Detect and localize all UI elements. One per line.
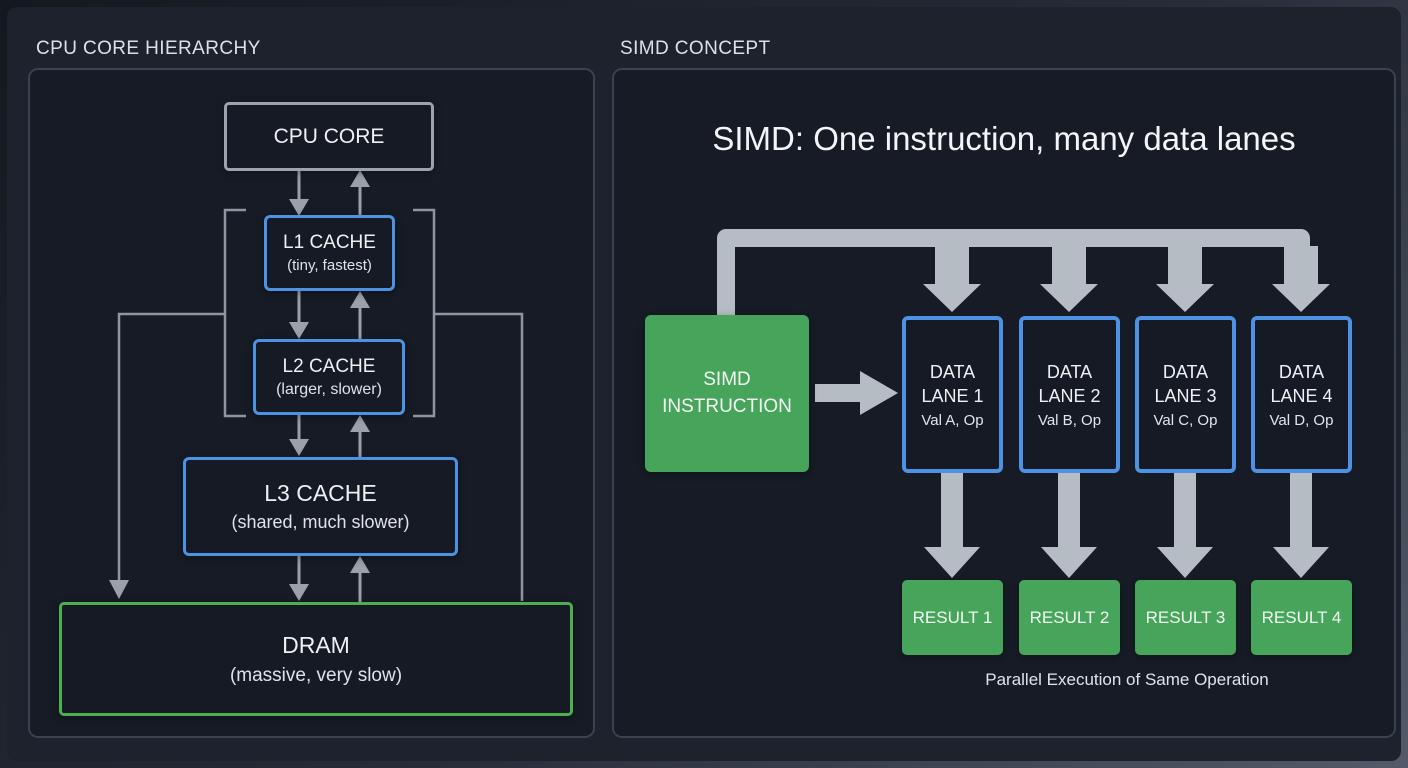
simd-instruction-line2: INSTRUCTION xyxy=(662,395,792,417)
dram-box: DRAM (massive, very slow) xyxy=(59,602,573,716)
arrow-up-icon xyxy=(350,415,370,432)
arrow-down-icon xyxy=(1273,547,1329,578)
dram-label: DRAM xyxy=(282,631,350,658)
simd-concept-header: SIMD CONCEPT xyxy=(620,38,771,59)
lane-4-value: Val D, Op xyxy=(1269,412,1334,430)
lane-2-line2: LANE 2 xyxy=(1038,386,1101,406)
dram-subtitle: (massive, very slow) xyxy=(229,664,403,686)
l1-cache-label: L1 CACHE xyxy=(283,232,376,253)
lane-1-line1: DATA xyxy=(929,361,976,382)
l3-cache-label: L3 CACHE xyxy=(264,480,377,506)
lane-2-line1: DATA xyxy=(1046,361,1093,382)
data-lane-3: DATA LANE 3 Val C, Op xyxy=(1135,316,1236,473)
l1-cache-box: L1 CACHE (tiny, fastest) xyxy=(264,215,395,291)
lane-result-arrow-shaft xyxy=(1058,473,1080,547)
arrow-down-icon xyxy=(1157,547,1213,578)
parallel-execution-caption: Parallel Execution of Same Operation xyxy=(985,670,1269,689)
arrow-up-icon xyxy=(350,291,370,308)
arrow-down-icon xyxy=(289,322,309,339)
l2-cache-box: L2 CACHE (larger, slower) xyxy=(253,339,405,415)
result-1-box: RESULT 1 xyxy=(902,580,1003,655)
lane-4-line2: LANE 4 xyxy=(1270,386,1333,406)
slide-canvas: CPU CORE HIERARCHY SIMD CONCEPT xyxy=(7,7,1401,761)
lane-2-value: Val B, Op xyxy=(1037,412,1102,430)
simd-concept-panel: SIMD: One instruction, many data lanes xyxy=(612,68,1396,738)
arrow-down-icon xyxy=(1040,284,1098,312)
instruction-arrow-shaft xyxy=(815,384,860,402)
arrow-down-icon xyxy=(1272,284,1330,312)
bus-arrow-shaft xyxy=(1168,246,1202,285)
simd-title: SIMD: One instruction, many data lanes xyxy=(712,120,1296,157)
cpu-hierarchy-header: CPU CORE HIERARCHY xyxy=(36,38,261,59)
data-lane-2: DATA LANE 2 Val B, Op xyxy=(1019,316,1120,473)
cpu-core-box: CPU CORE xyxy=(224,102,434,171)
arrow-down-icon xyxy=(289,439,309,456)
l2-cache-subtitle: (larger, slower) xyxy=(276,380,382,398)
bus-arrow-shaft xyxy=(1052,246,1086,285)
result-2-box: RESULT 2 xyxy=(1019,580,1120,655)
arrow-up-icon xyxy=(350,556,370,573)
lane-4-line1: DATA xyxy=(1278,361,1325,382)
l1-cache-subtitle: (tiny, fastest) xyxy=(287,257,372,274)
data-lane-4: DATA LANE 4 Val D, Op xyxy=(1251,316,1352,473)
lane-3-value: Val C, Op xyxy=(1153,412,1218,430)
arrow-up-icon xyxy=(350,170,370,187)
arrow-down-icon xyxy=(289,584,309,601)
lane-3-line1: DATA xyxy=(1162,361,1209,382)
bus-arrow-shaft xyxy=(935,246,969,285)
lane-result-arrow-shaft xyxy=(1174,473,1196,547)
bus-arrow-shaft xyxy=(1284,246,1318,285)
inner-bracket-left xyxy=(223,208,246,418)
cpu-core-label: CPU CORE xyxy=(273,124,385,148)
simd-instruction-line1: SIMD xyxy=(703,368,751,390)
simd-instruction-box: SIMD INSTRUCTION xyxy=(645,315,809,472)
lane-3-line2: LANE 3 xyxy=(1154,386,1217,406)
l3-cache-box: L3 CACHE (shared, much slower) xyxy=(183,457,458,556)
arrow-down-icon xyxy=(1156,284,1214,312)
arrow-down-icon xyxy=(924,547,980,578)
l2-cache-label: L2 CACHE xyxy=(282,355,376,377)
data-lane-1: DATA LANE 1 Val A, Op xyxy=(902,316,1003,473)
lane-1-value: Val A, Op xyxy=(921,412,984,430)
arrow-right-icon xyxy=(860,371,898,415)
arrow-down-icon xyxy=(923,284,981,312)
arrow-down-icon xyxy=(289,199,309,216)
arrow-down-icon xyxy=(1041,547,1097,578)
lane-1-line2: LANE 1 xyxy=(921,386,984,406)
result-3-box: RESULT 3 xyxy=(1135,580,1236,655)
instruction-broadcast-bus xyxy=(717,229,1310,316)
result-4-box: RESULT 4 xyxy=(1251,580,1352,655)
cpu-hierarchy-panel: CPU CORE L1 CACHE (tiny, fastest) L2 CAC… xyxy=(28,68,595,738)
l3-cache-subtitle: (shared, much slower) xyxy=(231,512,410,532)
lane-result-arrow-shaft xyxy=(941,473,963,547)
lane-result-arrow-shaft xyxy=(1290,473,1312,547)
arrow-down-icon xyxy=(109,580,129,599)
inner-bracket-right xyxy=(413,208,436,418)
